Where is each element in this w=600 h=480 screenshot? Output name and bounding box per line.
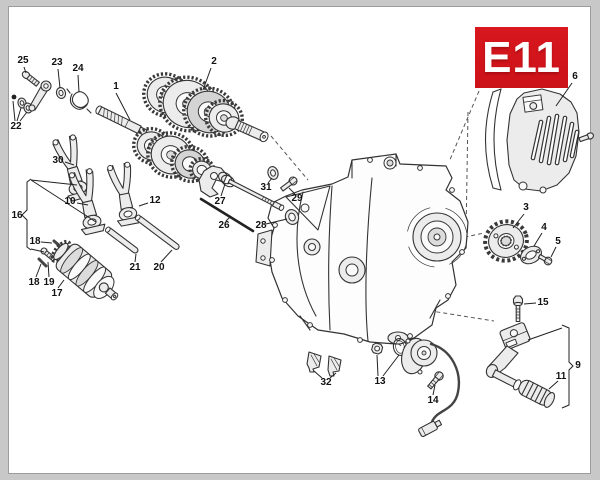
part-label-32: 32 [320, 377, 332, 388]
part-label-1: 1 [113, 81, 119, 92]
part-label-15: 15 [537, 297, 549, 308]
part-label-27: 27 [214, 196, 226, 207]
part-label-21: 21 [129, 262, 141, 273]
front-sprocket-art [483, 219, 553, 266]
part-label-16: 16 [11, 210, 23, 221]
part-label-28: 28 [255, 220, 267, 231]
part-label-22: 22 [10, 121, 22, 132]
part-label-29: 29 [291, 193, 303, 204]
selector-brace-16 [21, 178, 97, 253]
part-label-12: 12 [149, 195, 161, 206]
part-label-19: 19 [43, 277, 55, 288]
part-label-13: 13 [374, 376, 386, 387]
gear-shift-shaft-art [198, 165, 300, 233]
part-label-18: 18 [28, 277, 40, 288]
sprocket-cover-art [484, 88, 594, 194]
part-label-23: 23 [51, 57, 63, 68]
clips-art [306, 351, 342, 377]
part-label-6: 6 [572, 71, 578, 82]
part-label-20: 20 [153, 262, 165, 273]
part-label-4: 4 [541, 222, 547, 233]
shift-drum-art [37, 239, 119, 301]
main-shaft-art [95, 105, 148, 137]
part-label-24: 24 [72, 63, 84, 74]
part-label-26: 26 [218, 220, 230, 231]
part-label-17: 17 [51, 288, 63, 299]
part-label-18: 18 [29, 236, 41, 247]
crankcase-art [255, 153, 469, 345]
part-label-2: 2 [211, 56, 217, 67]
neutral-switch-art [371, 337, 461, 438]
shift-lever-art [485, 295, 556, 408]
cover-vent-slots [530, 113, 580, 166]
part-label-11: 11 [555, 371, 567, 382]
part-label-5: 5 [555, 236, 561, 247]
selector-arm-art [11, 70, 92, 114]
shift-forks-art [51, 133, 142, 236]
lever-brace-9 [527, 324, 574, 409]
part-label-10: 10 [64, 196, 76, 207]
part-label-3: 3 [523, 202, 529, 213]
part-label-9: 9 [575, 360, 581, 371]
part-label-14: 14 [427, 395, 439, 406]
part-label-30: 30 [52, 155, 64, 166]
part-label-25: 25 [17, 55, 29, 66]
diagram-code-badge: E11 [475, 27, 568, 88]
diagram-code-text: E11 [482, 32, 561, 82]
gear-cluster-art [142, 72, 269, 143]
leader-lines [12, 66, 573, 396]
part-label-31: 31 [260, 182, 272, 193]
fork-shafts-art [104, 214, 180, 254]
